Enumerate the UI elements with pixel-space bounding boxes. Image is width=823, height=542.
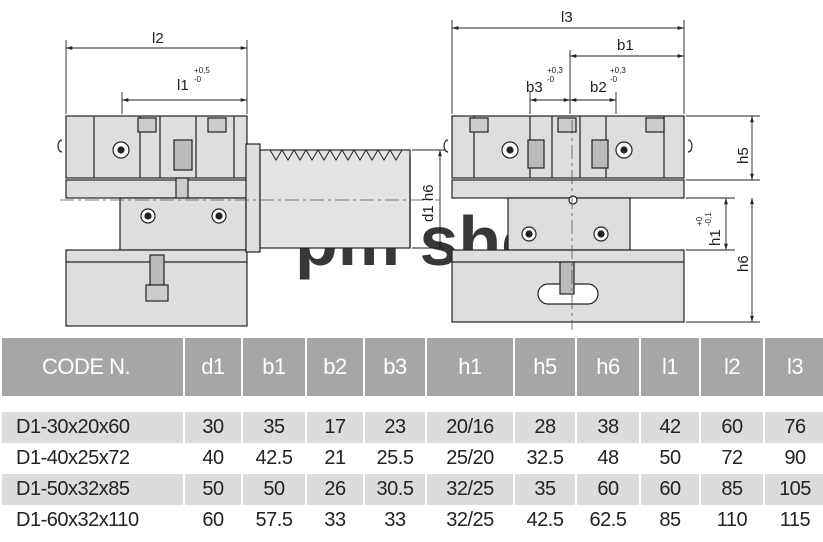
cell-l1: 42 <box>641 412 699 443</box>
table-row: D1-30x20x60 30 35 17 23 20/16 28 38 42 6… <box>2 412 823 443</box>
shank-collar <box>245 143 261 253</box>
cell-h1: 20/16 <box>427 412 513 443</box>
cell-l3: 105 <box>765 474 823 505</box>
cell-l2: 60 <box>701 412 763 443</box>
shank <box>259 149 411 249</box>
spec-table: CODE N. d1 b1 b2 b3 h1 h5 h6 l1 l2 l3 D1… <box>0 338 823 536</box>
right-view <box>443 115 693 323</box>
dim-b2: b2 <box>590 79 607 96</box>
cell-h5: 28 <box>515 412 575 443</box>
cell-l1: 50 <box>659 447 681 469</box>
table-row: D1-40x25x72 40 42.5 21 25.5 25/20 32.5 4… <box>2 443 823 474</box>
cell-b3: 30.5 <box>365 474 425 505</box>
cell-h5: 35 <box>515 474 575 505</box>
cell-d1: 60 <box>202 509 224 531</box>
cell-h1: 25/20 <box>446 447 494 469</box>
cell-code: D1-40x25x72 <box>16 447 130 469</box>
dim-b3-tol-plus: +0,3 <box>547 66 563 75</box>
header-d1: d1 <box>185 338 241 396</box>
dim-b3: b3 <box>526 79 543 96</box>
cell-b3: 25.5 <box>376 447 414 469</box>
screw-icon <box>173 139 193 171</box>
dim-b2-tol-minus: -0 <box>610 75 618 84</box>
cell-h6: 60 <box>577 474 639 505</box>
cell-l1: 60 <box>641 474 699 505</box>
cell-b1: 50 <box>243 474 305 505</box>
cell-b1: 42.5 <box>255 447 293 469</box>
dim-h1-tol-minus: -0,1 <box>704 212 713 226</box>
cell-b3: 33 <box>384 509 406 531</box>
header-code: CODE N. <box>2 338 183 396</box>
cell-b3: 23 <box>365 412 425 443</box>
cell-b2: 33 <box>324 509 346 531</box>
dim-l1: l1 <box>177 77 189 94</box>
table-row: D1-60x32x110 60 57.5 33 33 32/25 42.5 62… <box>2 505 823 536</box>
dim-b2-tol-plus: +0,3 <box>610 66 626 75</box>
cell-l1: 85 <box>659 509 681 531</box>
cell-h6: 62.5 <box>589 509 627 531</box>
dim-l1-tol-minus: -0 <box>194 75 202 84</box>
cell-b2: 17 <box>307 412 363 443</box>
header-h6: h6 <box>577 338 639 396</box>
left-strip <box>65 179 248 199</box>
cell-d1: 50 <box>185 474 241 505</box>
header-b3: b3 <box>365 338 425 396</box>
cell-l3: 90 <box>784 447 806 469</box>
cell-h6: 38 <box>577 412 639 443</box>
cell-l2: 110 <box>716 509 748 531</box>
header-b1: b1 <box>243 338 305 396</box>
cell-l3: 76 <box>765 412 823 443</box>
left-mid-block <box>119 197 247 251</box>
cell-h5: 42.5 <box>526 509 564 531</box>
cell-d1: 40 <box>202 447 224 469</box>
right-mid-block <box>507 197 631 251</box>
cell-h1: 32/25 <box>446 509 494 531</box>
left-view <box>57 115 411 327</box>
header-l2: l2 <box>701 338 763 396</box>
dim-l3: l3 <box>561 9 573 26</box>
left-dimensions <box>65 40 446 249</box>
header-h1: h1 <box>427 338 513 396</box>
technical-drawing: pm shop <box>57 9 760 330</box>
cell-l2: 72 <box>721 447 743 469</box>
dim-h6: h6 <box>735 255 752 272</box>
header-b2: b2 <box>307 338 363 396</box>
cell-b1: 35 <box>243 412 305 443</box>
header-l1: l1 <box>641 338 699 396</box>
cell-code: D1-30x20x60 <box>2 412 183 443</box>
table-header-row: CODE N. d1 b1 b2 b3 h1 h5 h6 l1 l2 l3 <box>2 338 823 396</box>
header-l3: l3 <box>765 338 823 396</box>
cell-l2: 85 <box>701 474 763 505</box>
dim-l2: l2 <box>152 30 164 47</box>
right-dimensions <box>451 20 760 323</box>
right-strip <box>451 179 685 199</box>
cell-b2: 26 <box>307 474 363 505</box>
dim-h1-tol-plus: +0 <box>695 216 704 226</box>
dim-b3-tol-minus: -0 <box>547 75 555 84</box>
cell-code: D1-50x32x85 <box>2 474 183 505</box>
cell-h6: 48 <box>597 447 619 469</box>
cell-l3: 115 <box>779 509 811 531</box>
dim-d1h6: d1 h6 <box>420 184 437 222</box>
cell-h5: 32.5 <box>526 447 564 469</box>
dim-h5: h5 <box>735 147 752 164</box>
cell-code: D1-60x32x110 <box>16 509 139 531</box>
cell-h1: 32/25 <box>427 474 513 505</box>
cell-d1: 30 <box>185 412 241 443</box>
header-h5: h5 <box>515 338 575 396</box>
dim-b1: b1 <box>617 37 634 54</box>
cell-b2: 21 <box>324 447 346 469</box>
table-row: D1-50x32x85 50 50 26 30.5 32/25 35 60 60… <box>2 474 823 505</box>
dim-l1-tol-plus: +0,5 <box>194 66 210 75</box>
cell-b1: 57.5 <box>255 509 293 531</box>
dim-h1: h1 <box>707 229 724 246</box>
